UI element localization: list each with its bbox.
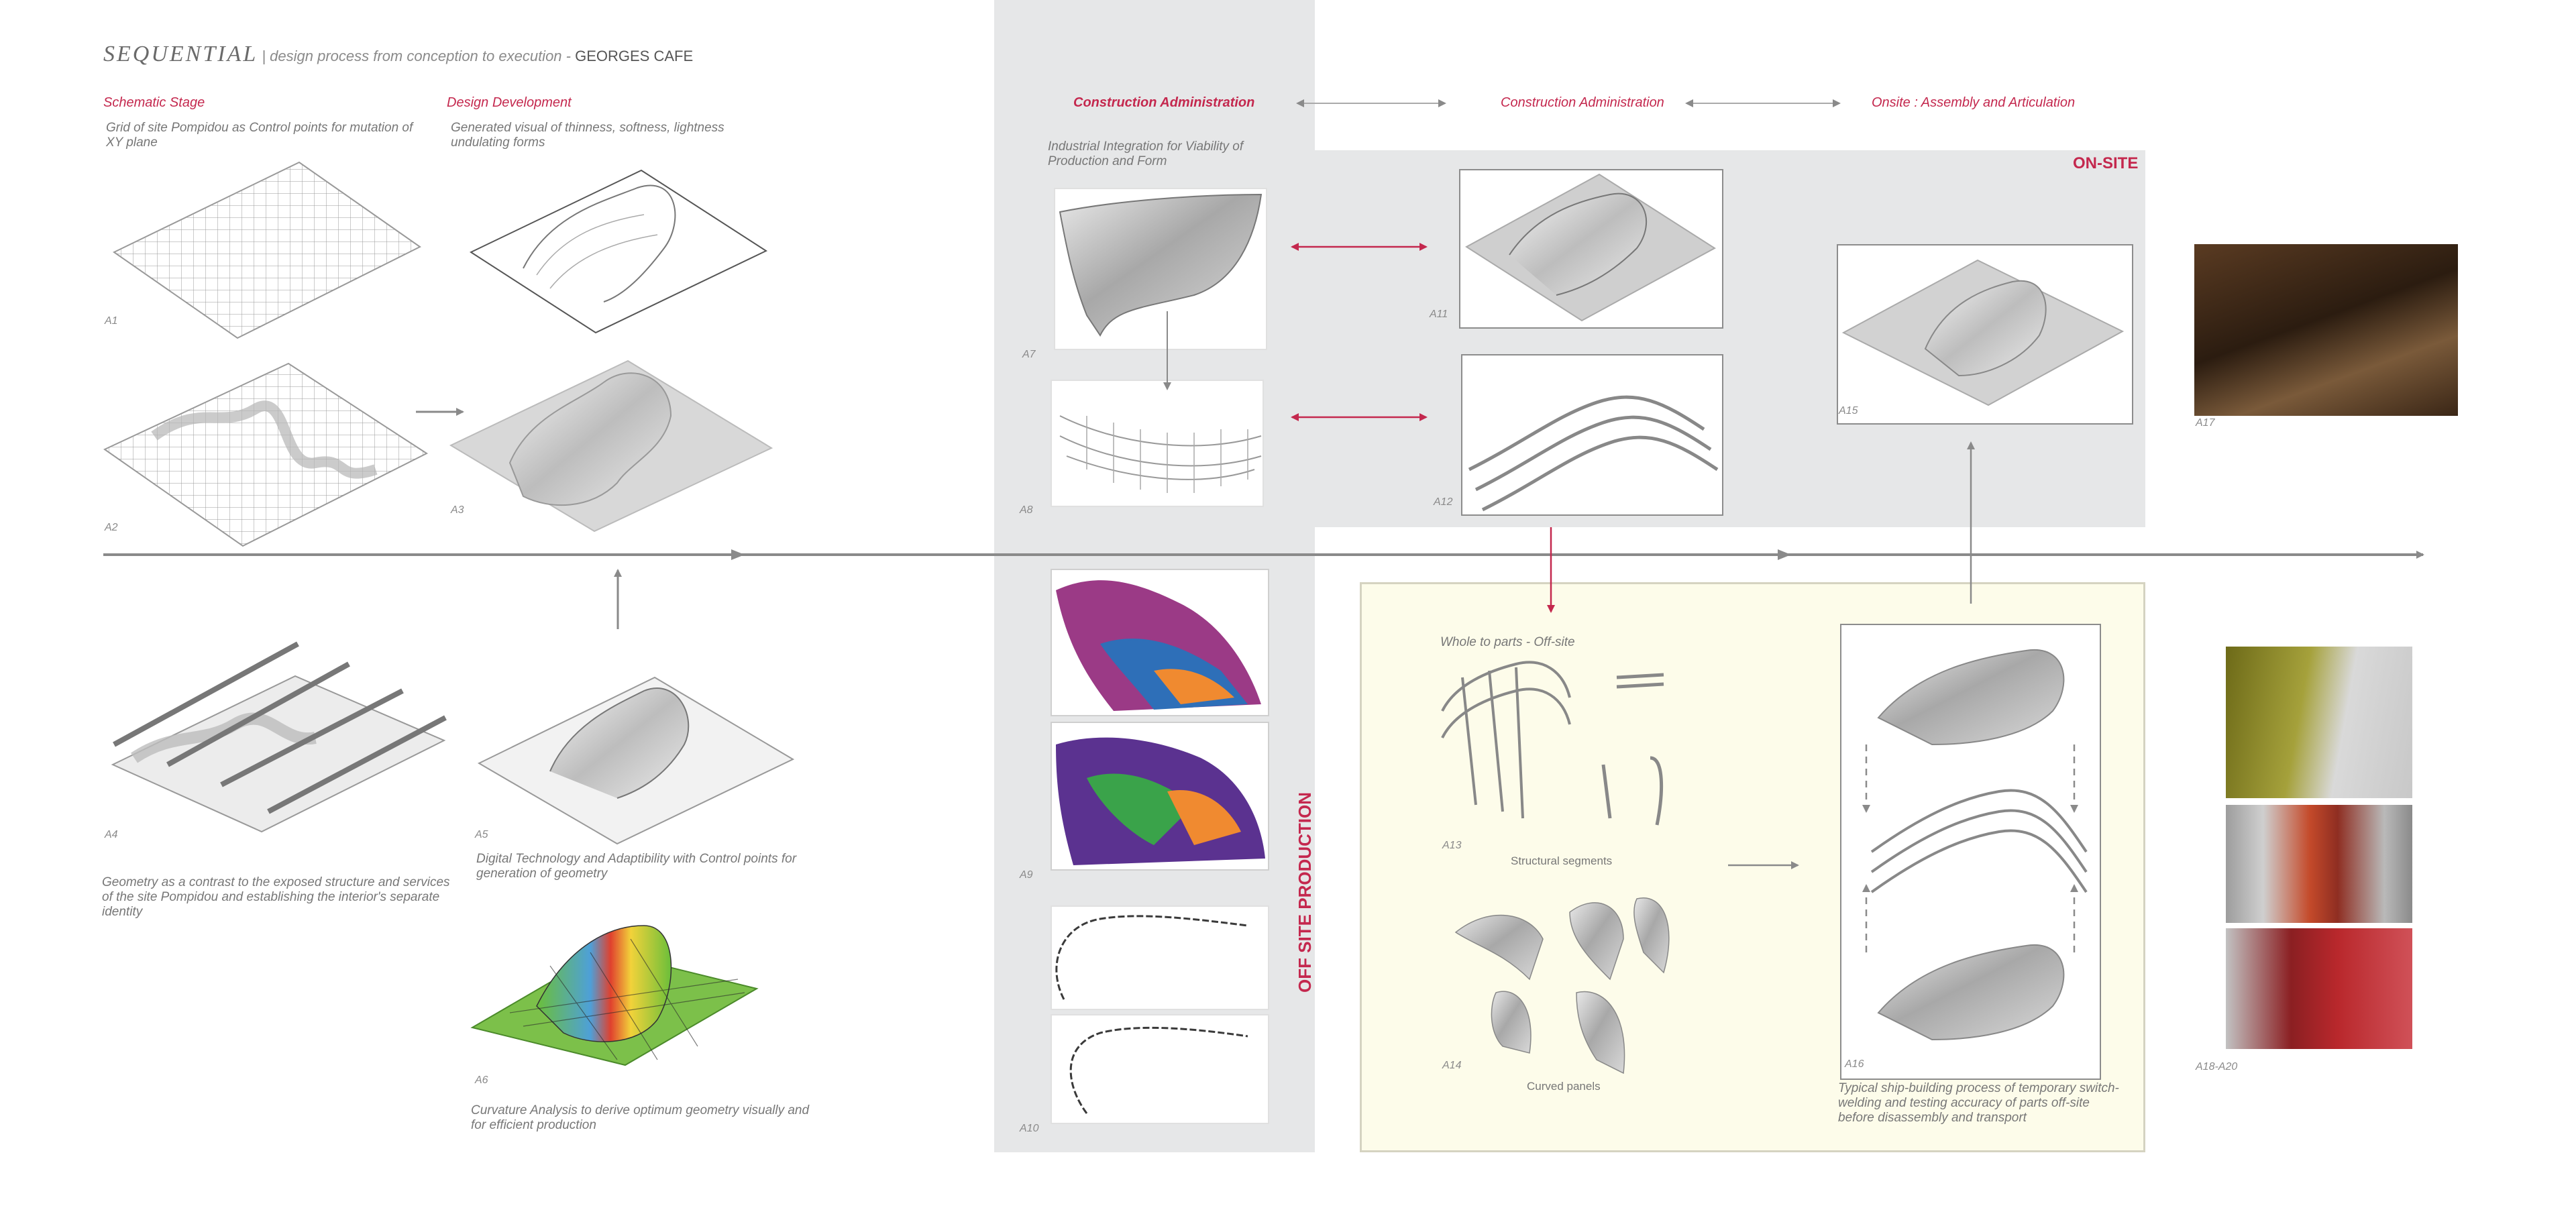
figure-a10-bottom-frame <box>1051 1014 1269 1124</box>
desc-digital: Digital Technology and Adaptibility with… <box>476 852 797 881</box>
desc-whole-to-parts: Whole to parts - Off-site <box>1440 635 1575 649</box>
label-a13: A13 <box>1442 840 1462 851</box>
label-a15: A15 <box>1839 405 1858 417</box>
label-a1: A1 <box>105 315 118 327</box>
desc-structural-segments: Structural segments <box>1511 854 1613 867</box>
label-a5: A5 <box>475 829 488 840</box>
label-a8: A8 <box>1020 504 1033 516</box>
stage-construction-admin-2: Construction Administration <box>1501 95 1664 110</box>
desc-industrial: Industrial Integration for Viability of … <box>1048 140 1244 168</box>
desc-curved-panels: Curved panels <box>1527 1080 1601 1093</box>
label-a3: A3 <box>451 504 464 516</box>
title-project: GEORGES CAFE <box>575 48 694 64</box>
photo-a20-interior <box>2226 928 2412 1049</box>
photo-a18-interior <box>2226 647 2412 798</box>
label-a14: A14 <box>1442 1060 1462 1071</box>
onsite-tag: ON-SITE <box>2073 154 2139 172</box>
figure-a12-frame <box>1461 354 1723 516</box>
label-a12: A12 <box>1434 496 1453 508</box>
desc-schematic: Grid of site Pompidou as Control points … <box>106 121 413 150</box>
page-title: SEQUENTIAL | design process from concept… <box>103 42 693 67</box>
label-a11: A11 <box>1430 309 1448 320</box>
stage-design-development: Design Development <box>447 95 572 110</box>
photo-a17-construction <box>2194 244 2458 416</box>
label-a10: A10 <box>1020 1123 1039 1134</box>
stage-schematic: Schematic Stage <box>103 95 205 110</box>
title-main: SEQUENTIAL <box>103 42 258 66</box>
label-a6: A6 <box>475 1074 488 1086</box>
desc-shipbuilding: Typical ship-building process of tempora… <box>1838 1081 2119 1125</box>
label-a17: A17 <box>2196 417 2215 429</box>
stage-onsite-assembly: Onsite : Assembly and Articulation <box>1872 95 2076 110</box>
stage-construction-admin-1: Construction Administration <box>1073 95 1255 110</box>
label-a16: A16 <box>1845 1058 1864 1070</box>
label-a4: A4 <box>105 829 118 840</box>
title-subtitle: | design process from conception to exec… <box>258 48 576 64</box>
label-a18-a20: A18-A20 <box>2196 1061 2238 1072</box>
photo-a19-interior <box>2226 805 2412 923</box>
desc-curvature: Curvature Analysis to derive optimum geo… <box>471 1103 810 1132</box>
label-a7: A7 <box>1022 349 1036 360</box>
label-a2: A2 <box>105 522 118 533</box>
desc-geometry: Geometry as a contrast to the exposed st… <box>102 875 450 919</box>
desc-design-development: Generated visual of thinness, softness, … <box>451 121 724 150</box>
label-a9: A9 <box>1020 869 1033 881</box>
